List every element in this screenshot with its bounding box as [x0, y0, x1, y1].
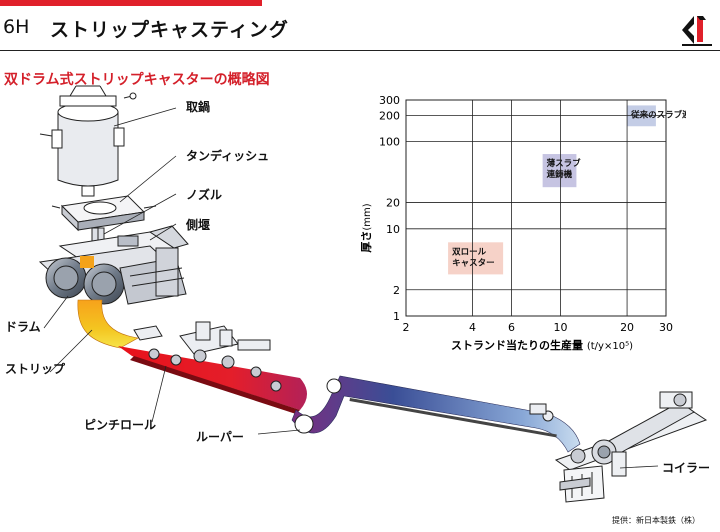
- section-code: 6H: [3, 16, 30, 38]
- region-1: [542, 154, 577, 188]
- label-ladle: 取鍋: [186, 100, 211, 114]
- label-strip: ストリップ: [5, 362, 66, 376]
- region-label-1: 薄スラブ連鋳機: [547, 158, 582, 180]
- y-tick-label: 2: [393, 284, 400, 297]
- looper-roll: [294, 414, 314, 434]
- x-tick-label: 4: [469, 321, 476, 334]
- y-axis-label: 厚さ(mm): [360, 203, 373, 252]
- coiler: [554, 391, 708, 503]
- x-tick-label: 10: [554, 321, 568, 334]
- y-tick-label: 200: [379, 109, 400, 122]
- runout-rollers: [349, 398, 557, 438]
- region-label-0: 従来のスラブ連鋳機: [630, 109, 686, 120]
- label-side-dam: 側堰: [186, 218, 211, 232]
- x-tick-label: 2: [403, 321, 410, 334]
- plot-frame: [405, 99, 667, 317]
- leader-lines: [43, 107, 659, 469]
- page-header: 6H ストリップキャスティング: [0, 6, 720, 51]
- region-2: [448, 242, 504, 275]
- brand-logo-icon: [682, 16, 712, 46]
- header-accent-bar: [0, 0, 262, 6]
- y-tick-label: 100: [379, 136, 400, 149]
- label-looper: ルーパー: [196, 430, 244, 444]
- label-pinch-roll: ピンチロール: [84, 418, 157, 432]
- region-label-2: 双ロールキャスター: [452, 247, 495, 268]
- x-tick-label: 20: [620, 321, 634, 334]
- pinch-rolls: [133, 321, 282, 392]
- looper-strip: [291, 375, 581, 453]
- y-tick-label: 20: [386, 197, 400, 210]
- casting-drums: [38, 245, 187, 305]
- y-tick-label: 1: [393, 310, 400, 323]
- label-drum: ドラム: [5, 320, 41, 334]
- label-nozzle: ノズル: [186, 188, 223, 202]
- y-tick-label: 300: [379, 94, 400, 107]
- hot-strip: [77, 299, 139, 349]
- x-tick-label: 30: [659, 321, 673, 334]
- tundish: [51, 195, 157, 232]
- red-strip: [118, 346, 307, 410]
- ladle: [39, 85, 137, 197]
- x-axis-label: ストランド当たりの生産量 (t/y×10⁵): [451, 338, 633, 352]
- region-0: [627, 105, 656, 127]
- caster-diagram: [38, 85, 708, 503]
- y-tick-label: 10: [386, 223, 400, 236]
- label-coiler: コイラー: [662, 461, 711, 475]
- credit-text: 提供：新日本製鉄（株）: [612, 516, 700, 525]
- page-title: ストリップキャスティング: [50, 19, 289, 41]
- x-tick-label: 6: [508, 321, 515, 334]
- thickness-production-chart: 従来のスラブ連鋳機薄スラブ連鋳機双ロールキャスター246102030121020…: [360, 94, 686, 352]
- diagram-title: 双ドラム式ストリップキャスターの概略図: [4, 72, 270, 88]
- label-tundish: タンディッシュ: [186, 149, 270, 163]
